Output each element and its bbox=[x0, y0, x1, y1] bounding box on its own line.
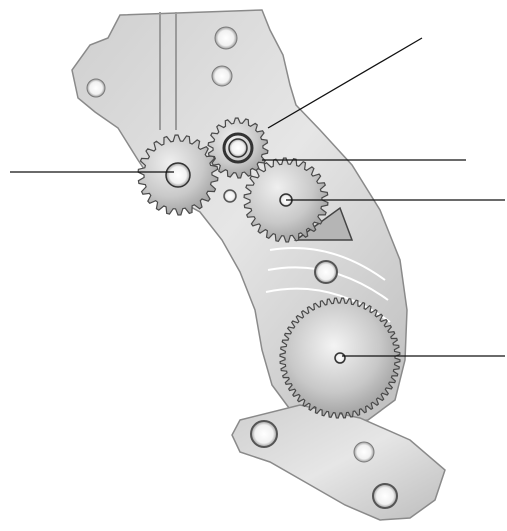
leader-line-top-right bbox=[268, 38, 422, 128]
screw-hole bbox=[87, 79, 105, 97]
upper-intermediate-gear-hub bbox=[229, 139, 247, 157]
screw-hole bbox=[354, 442, 374, 462]
barrel-gear-hub bbox=[335, 353, 345, 363]
pivot-hole bbox=[224, 190, 236, 202]
screw-hole bbox=[215, 27, 237, 49]
screw-hole bbox=[212, 66, 232, 86]
barrel-gear bbox=[280, 298, 400, 418]
screw-hole bbox=[373, 484, 397, 508]
screw-hole bbox=[251, 421, 277, 447]
left-wheel-gear-hub bbox=[166, 163, 190, 187]
jewel-bearing bbox=[315, 261, 337, 283]
